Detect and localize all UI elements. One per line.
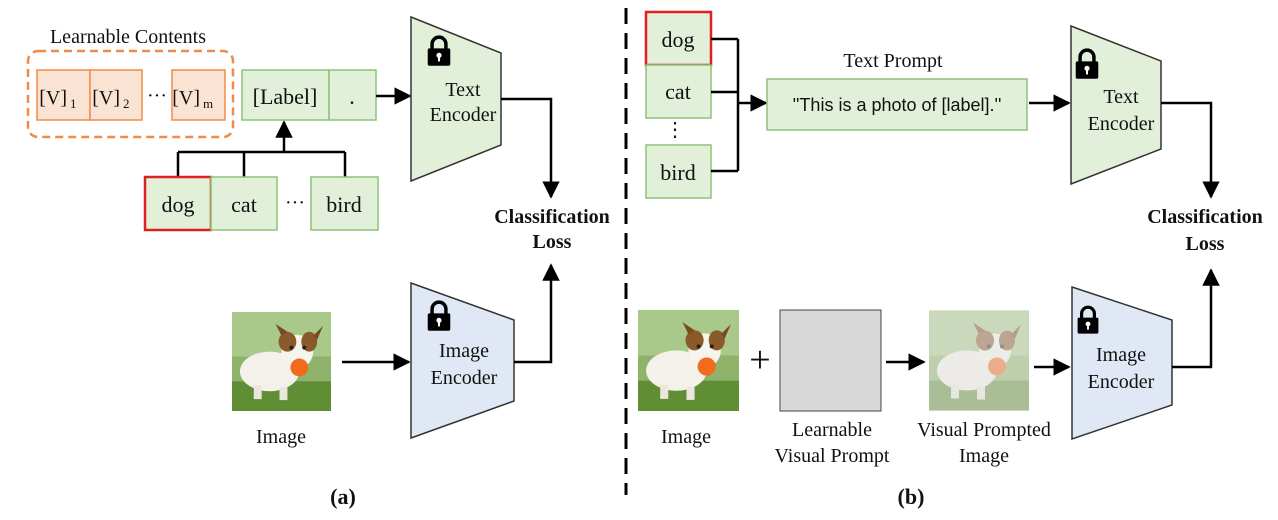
panel-label-b: (b) — [898, 484, 925, 509]
context-token-m: [V] m — [171, 69, 226, 121]
arrow-image-encoder-to-loss — [1172, 268, 1220, 369]
class-label-dog: dog — [662, 27, 695, 52]
text-prompt-template: ''This is a photo of [label].'' — [793, 95, 1002, 115]
learnable-contents-group — [26, 49, 235, 139]
image-encoder-label-1: Image — [1096, 344, 1146, 366]
classification-loss-label-2: Loss — [1186, 233, 1225, 255]
class-label-cat: cat — [665, 79, 691, 104]
context-ellipsis: ··· — [147, 85, 167, 107]
panel-a: Learnable Contents [V] 1 [V] 2 ··· [V] m… — [26, 15, 610, 509]
learnable-visual-prompt-square — [779, 309, 882, 412]
class-box-dog-highlighted — [143, 175, 213, 232]
label-token: [Label] — [253, 84, 318, 109]
text-encoder-label-2: Encoder — [1088, 113, 1155, 135]
class-label-bird: bird — [660, 160, 695, 185]
context-token-1-subscript: 1 — [70, 96, 77, 111]
context-token-2: [V] 2 — [89, 69, 143, 121]
classification-loss-label-1: Classification — [1147, 206, 1263, 228]
class-label-dog: dog — [162, 192, 195, 217]
label-token-box — [241, 69, 330, 121]
svg-text:[V]: [V] — [172, 87, 200, 109]
image-encoder-label-2: Encoder — [1088, 371, 1155, 393]
text-prompt-box — [766, 78, 1028, 131]
visual-prompted-image — [929, 310, 1029, 411]
arrow-text-encoder-to-loss — [501, 97, 560, 199]
class-ellipsis: ··· — [285, 192, 305, 214]
class-tree-lines — [176, 120, 347, 177]
panel-b: dog cat ⋮ bird Text Prompt ''This is a p… — [638, 10, 1263, 509]
context-token-1: [V] 1 — [36, 69, 91, 121]
class-vertical-ellipsis: ⋮ — [665, 119, 685, 141]
svg-text:[V]: [V] — [92, 87, 120, 109]
input-dog-image — [638, 310, 739, 411]
image-caption: Image — [256, 426, 306, 448]
class-label-bird: bird — [326, 192, 361, 217]
text-encoder-label-2: Encoder — [430, 104, 497, 126]
visual-prompt-caption-1: Learnable — [792, 419, 872, 441]
class-box-bird — [310, 176, 379, 231]
class-box-cat — [210, 176, 278, 231]
plus-sign: + — [749, 339, 770, 381]
visual-prompt-caption-2: Visual Prompt — [775, 445, 890, 467]
class-label-cat: cat — [231, 192, 257, 217]
context-token-2-subscript: 2 — [123, 96, 130, 111]
class-box-cat — [645, 64, 712, 119]
arrow-text-encoder-to-loss — [1161, 101, 1220, 199]
learnable-contents-title: Learnable Contents — [50, 26, 206, 48]
text-prompt-title: Text Prompt — [843, 50, 943, 72]
image-encoder-label-1: Image — [439, 340, 489, 362]
classification-loss-label-1: Classification — [494, 206, 610, 228]
text-encoder-label-1: Text — [1103, 86, 1139, 108]
text-encoder-label-1: Text — [445, 79, 481, 101]
image-encoder-label-2: Encoder — [431, 367, 498, 389]
prompted-image-caption-1: Visual Prompted — [917, 419, 1051, 441]
classification-loss-label-2: Loss — [533, 231, 572, 253]
svg-text:[V]: [V] — [39, 87, 67, 109]
context-token-m-subscript: m — [203, 96, 213, 111]
arrow-image-encoder-to-loss — [514, 263, 560, 364]
period-token-box — [328, 69, 377, 121]
input-dog-image — [232, 312, 331, 411]
prompted-image-caption-2: Image — [959, 445, 1009, 467]
class-merge-lines — [711, 37, 768, 173]
period-token: . — [349, 84, 355, 109]
image-caption: Image — [661, 426, 711, 448]
panel-label-a: (a) — [330, 484, 356, 509]
